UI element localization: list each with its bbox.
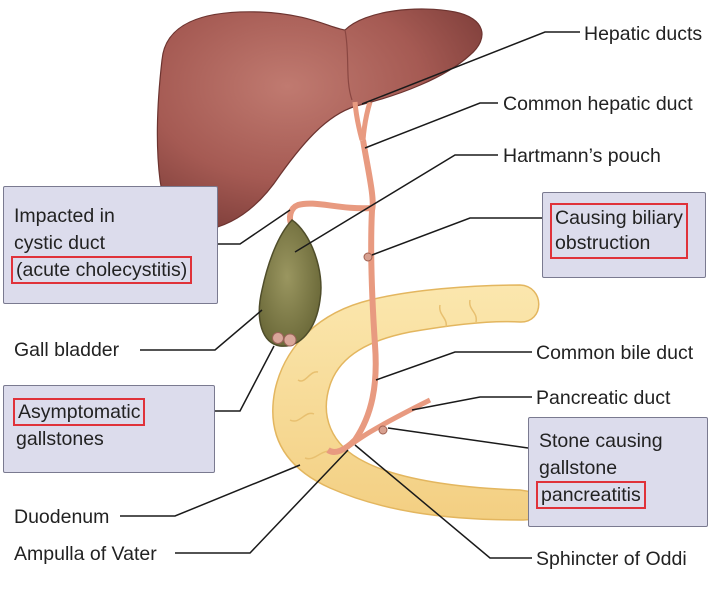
- callout-gallstone-pancreatitis: Stone causing gallstone pancreatitis: [528, 417, 708, 527]
- callout-obstruction-line2: obstruction: [555, 232, 651, 254]
- cystic-duct: [287, 200, 373, 228]
- label-duodenum: Duodenum: [14, 506, 110, 528]
- ampulla-stone: [378, 425, 388, 435]
- callout-pancreatitis-line2: gallstone: [539, 457, 618, 479]
- gallstone-2: [283, 333, 297, 347]
- callout-biliary-obstruction: Causing biliary obstruction: [542, 192, 706, 278]
- label-hartmanns-pouch: Hartmann’s pouch: [503, 145, 661, 167]
- common-hepatic-duct: [360, 139, 376, 211]
- callout-impacted-line1: Impacted in: [14, 205, 115, 227]
- label-pancreatic-duct: Pancreatic duct: [536, 387, 671, 409]
- label-hepatic-ducts: Hepatic ducts: [584, 23, 703, 45]
- callout-obstruction-highlight: Causing biliary obstruction: [550, 203, 688, 259]
- gallstone-1: [272, 332, 284, 344]
- label-common-bile-duct: Common bile duct: [536, 342, 694, 364]
- callout-pancreatitis-line1: Stone causing: [539, 430, 663, 452]
- hepatic-duct-right: [360, 101, 373, 141]
- callout-impacted-highlight: (acute cholecystitis): [10, 256, 193, 284]
- liver-lobe-division: [344, 29, 353, 101]
- label-sphincter-of-oddi: Sphincter of Oddi: [536, 548, 687, 570]
- gallbladder-shape: [258, 219, 322, 347]
- bile-duct-stone: [363, 252, 373, 262]
- callout-obstruction-line1: Causing biliary: [555, 207, 683, 229]
- common-bile-duct: [326, 209, 379, 455]
- label-common-hepatic-duct: Common hepatic duct: [503, 93, 693, 115]
- callout-asymptomatic-line2: gallstones: [16, 428, 104, 450]
- pancreatic-duct: [343, 397, 432, 451]
- hepatic-duct-left: [352, 101, 365, 141]
- callout-asymptomatic-highlight: Asymptomatic: [12, 398, 146, 426]
- callout-impacted-line2: cystic duct: [14, 232, 106, 254]
- callout-pancreatitis-highlight: pancreatitis: [536, 481, 646, 509]
- label-ampulla-of-vater: Ampulla of Vater: [14, 543, 157, 565]
- callout-impacted-cystic-duct: Impacted in cystic duct (acute cholecyst…: [3, 186, 218, 304]
- label-gall-bladder: Gall bladder: [14, 339, 120, 361]
- callout-asymptomatic-gallstones: Asymptomatic gallstones: [3, 385, 215, 473]
